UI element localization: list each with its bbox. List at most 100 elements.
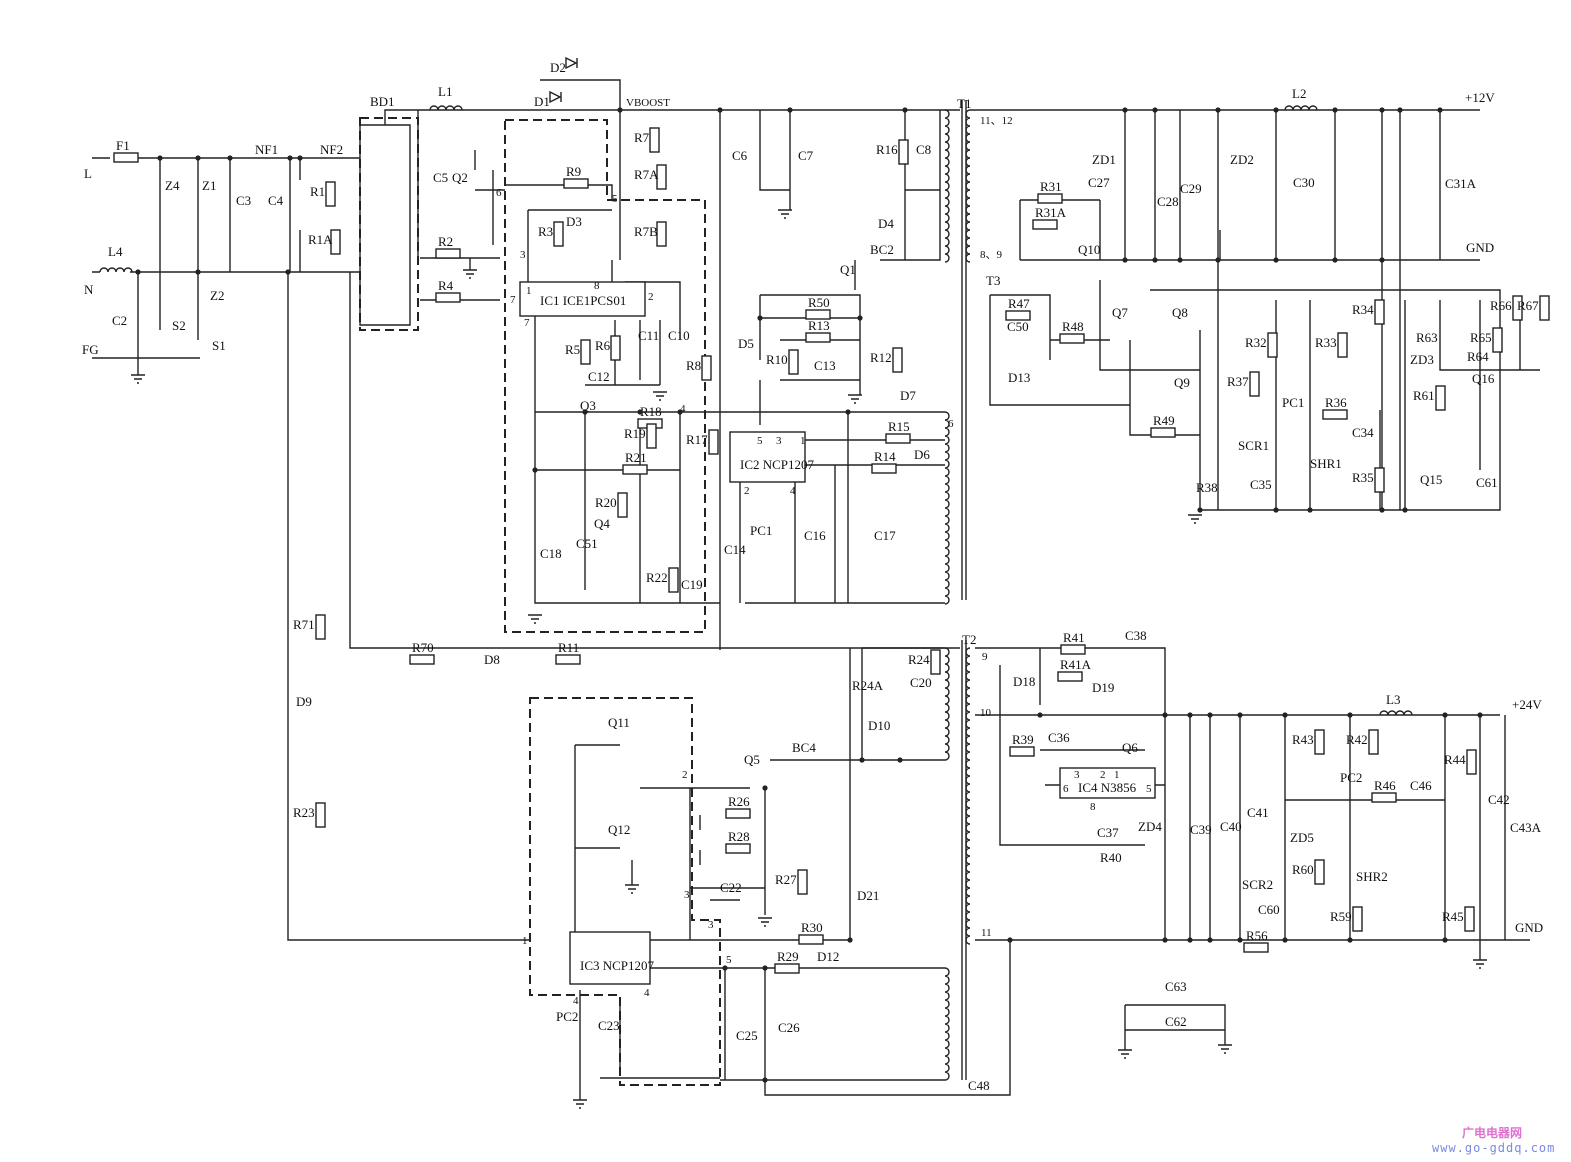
label-zd5: ZD5 (1290, 830, 1314, 845)
junction (1007, 937, 1013, 943)
resistor-symbol (1435, 385, 1446, 411)
junction (195, 269, 201, 275)
resistor-symbol (1322, 409, 1348, 420)
winding (944, 647, 950, 761)
t2-label: T2 (962, 632, 976, 647)
label-c48: C48 (968, 1078, 990, 1093)
label-r70: R70 (412, 640, 434, 655)
label-r42: R42 (1346, 732, 1368, 747)
pin-number: 4 (573, 995, 579, 1007)
junction (1347, 712, 1353, 718)
junction (762, 1077, 768, 1083)
resistor-symbol (1371, 792, 1397, 803)
label-bd1: BD1 (370, 94, 395, 109)
resistor-symbol (930, 649, 941, 675)
watermark-url: www.go-gddq.com (1432, 1141, 1556, 1155)
junction (287, 155, 293, 161)
resistor-symbol (1374, 299, 1385, 325)
label-q10: Q10 (1078, 242, 1100, 257)
resistor-symbol (580, 339, 591, 365)
label-pc2: PC2 (1340, 770, 1362, 785)
ground-icon (463, 269, 477, 279)
label-c12: C12 (588, 369, 610, 384)
resistor-symbol (563, 178, 589, 189)
junction (787, 107, 793, 113)
label-pc1: PC1 (1282, 395, 1304, 410)
label-c5: C5 (433, 170, 448, 185)
ic2-body (729, 431, 806, 483)
label-zd1: ZD1 (1092, 152, 1116, 167)
label-c40: C40 (1220, 819, 1242, 834)
pin-number: 3 (520, 249, 526, 261)
pin-number: 11 (981, 927, 992, 939)
label-r49: R49 (1153, 413, 1175, 428)
label-r24a: R24A (852, 678, 884, 693)
label-r46: R46 (1374, 778, 1396, 793)
resistor-symbol (892, 347, 903, 373)
winding (944, 109, 950, 263)
resistor-symbol (871, 463, 897, 474)
label-c38: C38 (1125, 628, 1147, 643)
label-r1: R1 (310, 184, 325, 199)
pin-number: 1 (800, 435, 806, 447)
label-c10: C10 (668, 328, 690, 343)
label-r4: R4 (438, 278, 454, 293)
label-c62: C62 (1165, 1014, 1187, 1029)
label-r36: R36 (1325, 395, 1347, 410)
label-r12: R12 (870, 350, 892, 365)
junction (1282, 937, 1288, 943)
junction (717, 107, 723, 113)
label-r9: R9 (566, 164, 581, 179)
label-c50: C50 (1007, 319, 1029, 334)
label-r27: R27 (775, 872, 797, 887)
label-c22: C22 (720, 880, 742, 895)
t1-pins-11-12: 11、12 (980, 115, 1013, 127)
label-c42: C42 (1488, 792, 1510, 807)
junction (1237, 937, 1243, 943)
pin-number: 10 (980, 707, 992, 719)
resistor-symbol (1337, 332, 1348, 358)
junction (1037, 712, 1043, 718)
pin-number: 3 (684, 889, 690, 901)
terminal-24v: +24V (1512, 697, 1542, 712)
resistor-symbol (774, 963, 800, 974)
ground-symbols (131, 209, 1487, 1109)
junction (1187, 937, 1193, 943)
label-r28: R28 (728, 829, 750, 844)
label-r35: R35 (1352, 470, 1374, 485)
label-l2: L2 (1292, 86, 1306, 101)
ground-icon (1188, 514, 1202, 524)
resistor-symbol (1249, 371, 1260, 397)
label-c19: C19 (681, 577, 703, 592)
resistor-symbol (315, 614, 326, 640)
label-r8: R8 (686, 358, 701, 373)
junction (1122, 107, 1128, 113)
junction (1273, 507, 1279, 513)
label-r11: R11 (558, 640, 579, 655)
label-c41: C41 (1247, 805, 1269, 820)
label-zd4: ZD4 (1138, 819, 1162, 834)
junction (1442, 937, 1448, 943)
pin-number: 4 (790, 485, 796, 497)
label-bc2: BC2 (870, 242, 894, 257)
label-r64: R64 (1467, 349, 1489, 364)
label-c25: C25 (736, 1028, 758, 1043)
junction (757, 315, 763, 321)
label-d12: D12 (817, 949, 839, 964)
label-r66: R66 (1490, 298, 1512, 313)
resistor-symbol (668, 567, 679, 593)
dashed-modules (359, 117, 721, 1086)
label-q3: Q3 (580, 398, 596, 413)
label-r2: R2 (438, 234, 453, 249)
junction (902, 107, 908, 113)
ground-icon (528, 614, 542, 624)
resistor-symbol (805, 309, 831, 320)
label-r40: R40 (1100, 850, 1122, 865)
junction (677, 409, 683, 415)
label-d9: D9 (296, 694, 312, 709)
junction (582, 409, 588, 415)
label-r41: R41 (1063, 630, 1085, 645)
label-c37: C37 (1097, 825, 1119, 840)
label-z2: Z2 (210, 288, 224, 303)
